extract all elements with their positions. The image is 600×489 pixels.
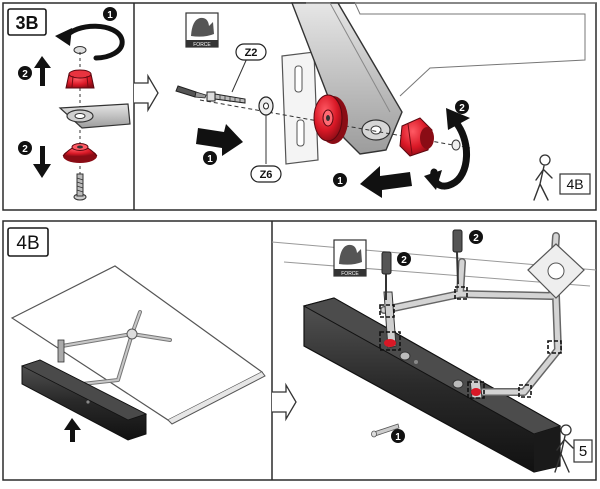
red-spacer-large	[313, 94, 348, 144]
transition-arrow-4b-icon	[272, 382, 297, 422]
screw-floor-icon	[371, 423, 400, 438]
force-label-4b: FORCE	[341, 271, 359, 277]
red-part-highlight-2	[471, 388, 481, 396]
svg-text:4B: 4B	[566, 176, 583, 192]
seq-badge-detail-1a: 1	[203, 151, 217, 165]
seq-badge-2b: 2	[18, 141, 32, 155]
svg-text:2: 2	[22, 144, 28, 155]
seq-badge-2a: 2	[18, 66, 32, 80]
svg-text:2: 2	[22, 69, 28, 80]
part-label-z2: Z2	[231, 43, 267, 93]
tv-edge-outline	[354, 2, 586, 97]
bracket-arm-icon	[58, 103, 131, 129]
bracket-arm-large	[290, 2, 403, 155]
seq-badge-4b-2a: 2	[397, 252, 411, 266]
next-step-label-5: 5	[573, 439, 593, 463]
svg-text:5: 5	[579, 443, 587, 460]
small-washer-right	[451, 139, 461, 151]
panel-step-4b: 4B	[2, 220, 597, 481]
screw-z2-icon	[206, 91, 246, 104]
svg-text:2: 2	[459, 103, 465, 114]
step-3b-text: 3B	[15, 13, 38, 33]
washer-z6-icon	[258, 96, 274, 116]
svg-text:1: 1	[337, 176, 343, 187]
force-icon-4b: FORCE	[333, 239, 367, 277]
seq-badge-4b-1: 1	[391, 429, 405, 443]
svg-text:2: 2	[401, 255, 407, 266]
target-markers	[379, 286, 562, 399]
seq-badge-detail-1b: 1	[333, 173, 347, 187]
svg-text:Z2: Z2	[245, 47, 258, 59]
red-spacer-icon	[62, 143, 98, 163]
screwdriver-left-icon	[381, 251, 392, 300]
seq-badge-detail-2: 2	[455, 100, 469, 114]
push-arrow-left-icon	[360, 166, 412, 198]
rotate-arrow-head	[55, 28, 72, 46]
walking-person-icon	[533, 154, 553, 201]
rotate-arrow-icon	[62, 23, 125, 61]
svg-text:2: 2	[473, 233, 479, 244]
rotate-arrow-large-icon	[424, 108, 470, 190]
svg-text:Z6: Z6	[260, 169, 273, 181]
force-label: FORCE	[193, 42, 211, 48]
seq-badge-1: 1	[103, 7, 117, 21]
red-part-highlight-1	[384, 339, 396, 347]
red-knob-large	[399, 117, 434, 157]
tv-panel-flat	[10, 265, 266, 425]
step-label-3b: 3B	[7, 8, 47, 36]
mount-plate-icon	[281, 51, 319, 165]
part-label-z6: Z6	[250, 115, 282, 183]
force-icon: FORCE	[185, 12, 219, 48]
screwdriver-icon	[175, 85, 207, 99]
push-arrow-icon	[196, 124, 243, 156]
screwdriver-center-icon	[452, 229, 463, 285]
seq-badge-4b-2b: 2	[469, 230, 483, 244]
svg-text:1: 1	[207, 154, 213, 165]
up-arrow-icon	[34, 56, 51, 86]
next-step-label-4b: 4B	[559, 173, 591, 195]
svg-text:1: 1	[107, 10, 113, 21]
soundbar-large	[302, 297, 562, 473]
walking-person-4b-icon	[554, 424, 574, 473]
mount-arms-small	[57, 310, 172, 386]
svg-text:1: 1	[395, 432, 401, 443]
step-label-4b: 4B	[7, 227, 49, 257]
panel-step-3b: 3B 1 2 2	[2, 2, 597, 211]
lift-arrow-icon	[64, 418, 81, 442]
soundbar-small	[20, 359, 148, 441]
down-arrow-icon	[33, 146, 51, 178]
screw-icon	[73, 173, 87, 201]
red-knob-icon	[65, 69, 95, 89]
step-4b-text: 4B	[16, 233, 39, 254]
transition-arrow-icon	[134, 73, 159, 113]
